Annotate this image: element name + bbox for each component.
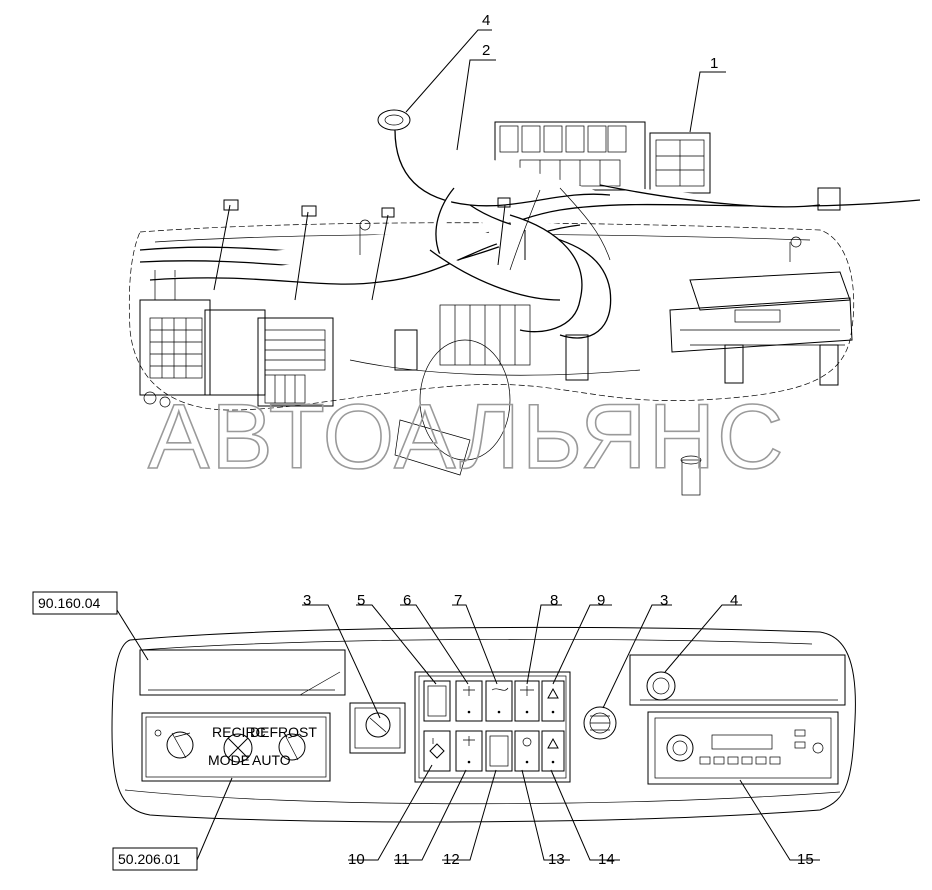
cable-clips bbox=[213, 197, 526, 301]
climate-control-panel: RECIRC MODE DEFROST AUTO bbox=[141, 712, 331, 782]
reference-50-206-01: 50.206.01 bbox=[112, 777, 233, 871]
callout-label: 4 bbox=[482, 12, 490, 29]
reference-label: 90.160.04 bbox=[38, 595, 100, 611]
callout-label: 3 bbox=[303, 592, 311, 609]
callout-label: 15 bbox=[797, 851, 814, 868]
callout-label: 7 bbox=[454, 592, 462, 609]
reference-label: 50.206.01 bbox=[118, 851, 180, 867]
switch-block bbox=[414, 671, 571, 783]
center-column bbox=[359, 187, 841, 496]
radio-unit bbox=[647, 711, 839, 785]
top-callouts: 4 2 1 bbox=[405, 12, 726, 151]
climate-label: MODE bbox=[208, 752, 250, 768]
climate-label: DEFROST bbox=[250, 724, 317, 740]
power-socket bbox=[646, 671, 676, 701]
dashboard-assembly bbox=[128, 109, 921, 496]
front-panel: RECIRC MODE DEFROST AUTO bbox=[111, 626, 856, 823]
callout-label: 6 bbox=[403, 592, 411, 609]
callout-label: 13 bbox=[548, 851, 565, 868]
panel-callouts-bottom: 10 11 12 13 14 15 bbox=[348, 764, 820, 868]
watermark: АВТОАЛЬЯНС bbox=[148, 386, 786, 488]
relay-block bbox=[649, 132, 711, 194]
climate-label: RECIRC bbox=[212, 724, 266, 740]
climate-label: AUTO bbox=[252, 752, 291, 768]
left-control-units bbox=[139, 270, 334, 408]
right-radio-module bbox=[669, 271, 853, 386]
callout-label: 8 bbox=[550, 592, 558, 609]
connector-ring bbox=[377, 109, 411, 131]
callout-label: 1 bbox=[710, 55, 718, 72]
callout-label: 5 bbox=[357, 592, 365, 609]
callout-label: 2 bbox=[482, 42, 490, 59]
callout-label: 12 bbox=[443, 851, 460, 868]
callout-label: 9 bbox=[597, 592, 605, 609]
rotary-switch bbox=[349, 702, 406, 754]
panel-callouts-top: 3 5 6 7 8 9 3 4 bbox=[302, 592, 742, 719]
callout-label: 11 bbox=[394, 851, 410, 868]
reference-90-160-04: 90.160.04 bbox=[32, 591, 149, 661]
callout-label: 14 bbox=[598, 851, 615, 868]
callout-label: 10 bbox=[348, 851, 365, 868]
lighter-knob bbox=[583, 706, 617, 740]
callout-label: 3 bbox=[660, 592, 668, 609]
callout-label: 4 bbox=[730, 592, 738, 609]
